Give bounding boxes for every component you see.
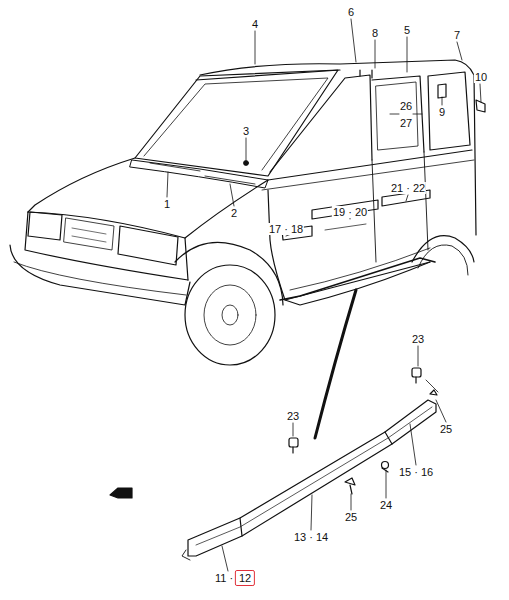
callout-number: 7 <box>453 29 461 41</box>
callout-number: 12 <box>235 570 255 586</box>
callout-number: 2 <box>230 207 238 219</box>
callout-number: 9 <box>438 106 446 118</box>
callout-number: 13 · 14 <box>293 531 329 543</box>
callout-number: 26 <box>399 100 413 112</box>
callout-number: 11 · <box>214 572 234 584</box>
callout-number: 23 <box>411 333 425 345</box>
callout-number: 1 <box>163 198 171 210</box>
callout-number: 25 <box>344 511 358 523</box>
callout-number: 4 <box>251 18 259 30</box>
callout-number: 8 <box>371 27 379 39</box>
callout-number: 25 <box>439 423 453 435</box>
callout-number: 27 <box>399 117 413 129</box>
callout-number: 5 <box>403 24 411 36</box>
callout-number: 15 · 16 <box>398 466 434 478</box>
callout-number: 24 <box>379 499 393 511</box>
callout-number: 23 <box>286 410 300 422</box>
callout-number: 10 <box>474 71 488 83</box>
callout-number: 17 · 18 <box>268 223 304 235</box>
callout-number: 21 · 22 <box>390 182 426 194</box>
callout-number: 19 · 20 <box>332 206 368 218</box>
callout-number: 3 <box>242 125 250 137</box>
callout-number: 6 <box>347 6 355 18</box>
